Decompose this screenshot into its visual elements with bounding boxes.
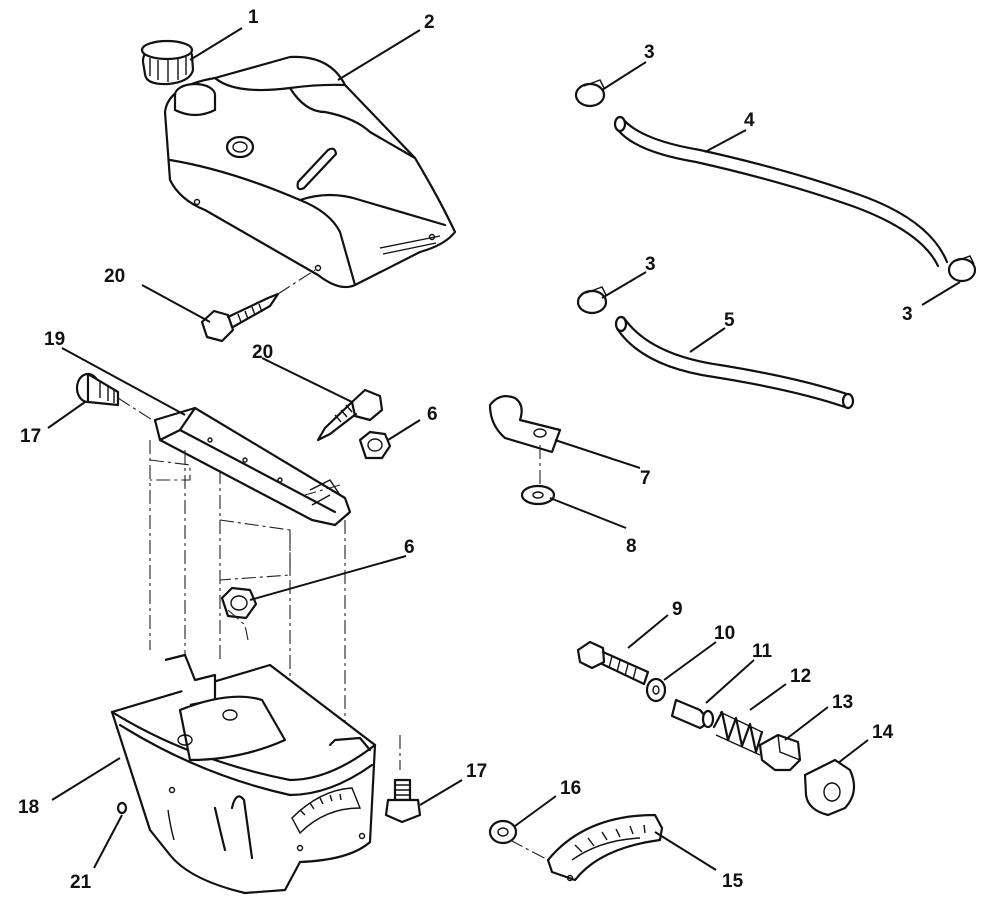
callout-21: 21 [70,872,92,893]
callout-7: 7 [640,468,651,489]
part-fuel-line-short [614,315,855,410]
callout-3-top: 3 [644,42,655,63]
part-pivot-block [758,733,802,772]
callout-5: 5 [724,310,735,331]
callout-18: 18 [18,797,39,818]
part-washer-large [645,677,667,703]
part-fuel-cap [140,39,195,86]
part-bolt-upper [75,372,161,426]
part-nut-lower [220,586,258,620]
callout-1: 1 [248,7,259,28]
callout-2: 2 [424,12,435,33]
part-hose-clamps [574,79,977,315]
part-screw-upper [200,269,316,343]
part-pin [116,801,128,815]
callout-8: 8 [626,536,637,557]
callout-3-middle: 3 [645,254,656,275]
callout-4: 4 [744,110,755,131]
part-tank-bracket [153,406,352,527]
callout-19: 19 [44,329,65,350]
part-spacer [670,698,715,730]
part-fuel-line-long [613,115,949,268]
assembly-guide-lines [149,440,401,770]
callout-13: 13 [832,692,853,713]
part-bolt-long [576,640,650,686]
part-bolt-lower [384,778,422,824]
part-washer-small [520,484,556,506]
callout-9: 9 [672,599,683,620]
callout-12: 12 [790,666,811,687]
leader-lines [47,27,961,871]
callout-10: 10 [714,623,735,644]
callout-17-top: 17 [20,426,41,447]
callout-6-top: 6 [427,404,438,425]
part-fuel-tank [163,55,457,289]
part-screw-middle [316,388,384,442]
callout-14: 14 [872,722,894,743]
callout-20-top: 20 [104,266,125,287]
part-lever [803,758,856,817]
part-nut-upper [358,430,392,460]
callout-3-right: 3 [902,304,913,325]
callout-20-middle: 20 [252,342,273,363]
callout-6-lower: 6 [404,537,415,558]
callout-11: 11 [752,641,773,662]
callout-labels: 1 2 3 4 3 5 3 20 19 20 17 6 7 8 6 9 10 1… [18,7,913,893]
callout-15: 15 [722,871,744,892]
part-quadrant-plate [546,813,664,882]
callout-16: 16 [560,778,581,799]
part-shroud [110,653,377,895]
part-line-clip [488,395,562,488]
part-mounting-nut [488,819,553,863]
part-spring [712,710,764,756]
callout-17-lower: 17 [466,761,487,782]
